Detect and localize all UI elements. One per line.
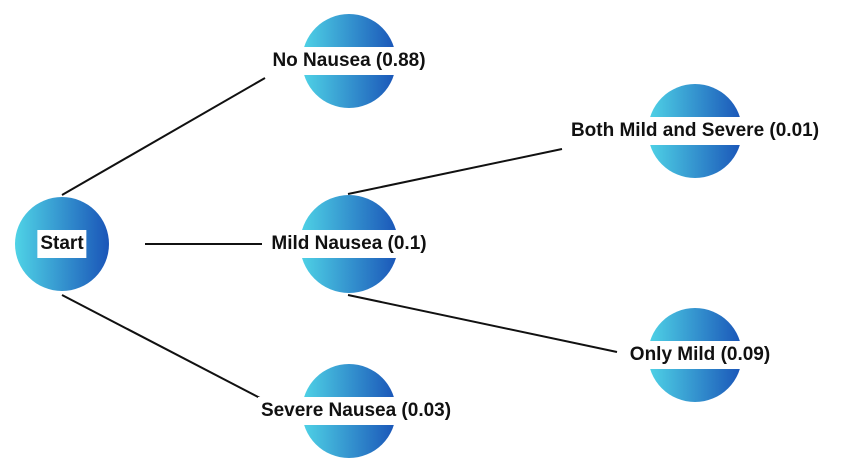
node-no-nausea-label: No Nausea (0.88)	[269, 47, 429, 75]
node-severe-nausea-label: Severe Nausea (0.03)	[257, 397, 455, 425]
edges	[61, 77, 618, 399]
edge-mild-to-both	[347, 148, 563, 195]
node-both-mild-severe-label: Both Mild and Severe (0.01)	[567, 117, 823, 145]
node-start-label: Start	[37, 230, 87, 258]
node-only-mild-label: Only Mild (0.09)	[626, 341, 774, 369]
node-mild-nausea-label: Mild Nausea (0.1)	[268, 230, 430, 258]
edge-mild-to-only-mild	[347, 294, 618, 353]
edge-start-to-severe-nausea	[61, 294, 261, 399]
edge-start-to-no-nausea	[61, 77, 266, 196]
